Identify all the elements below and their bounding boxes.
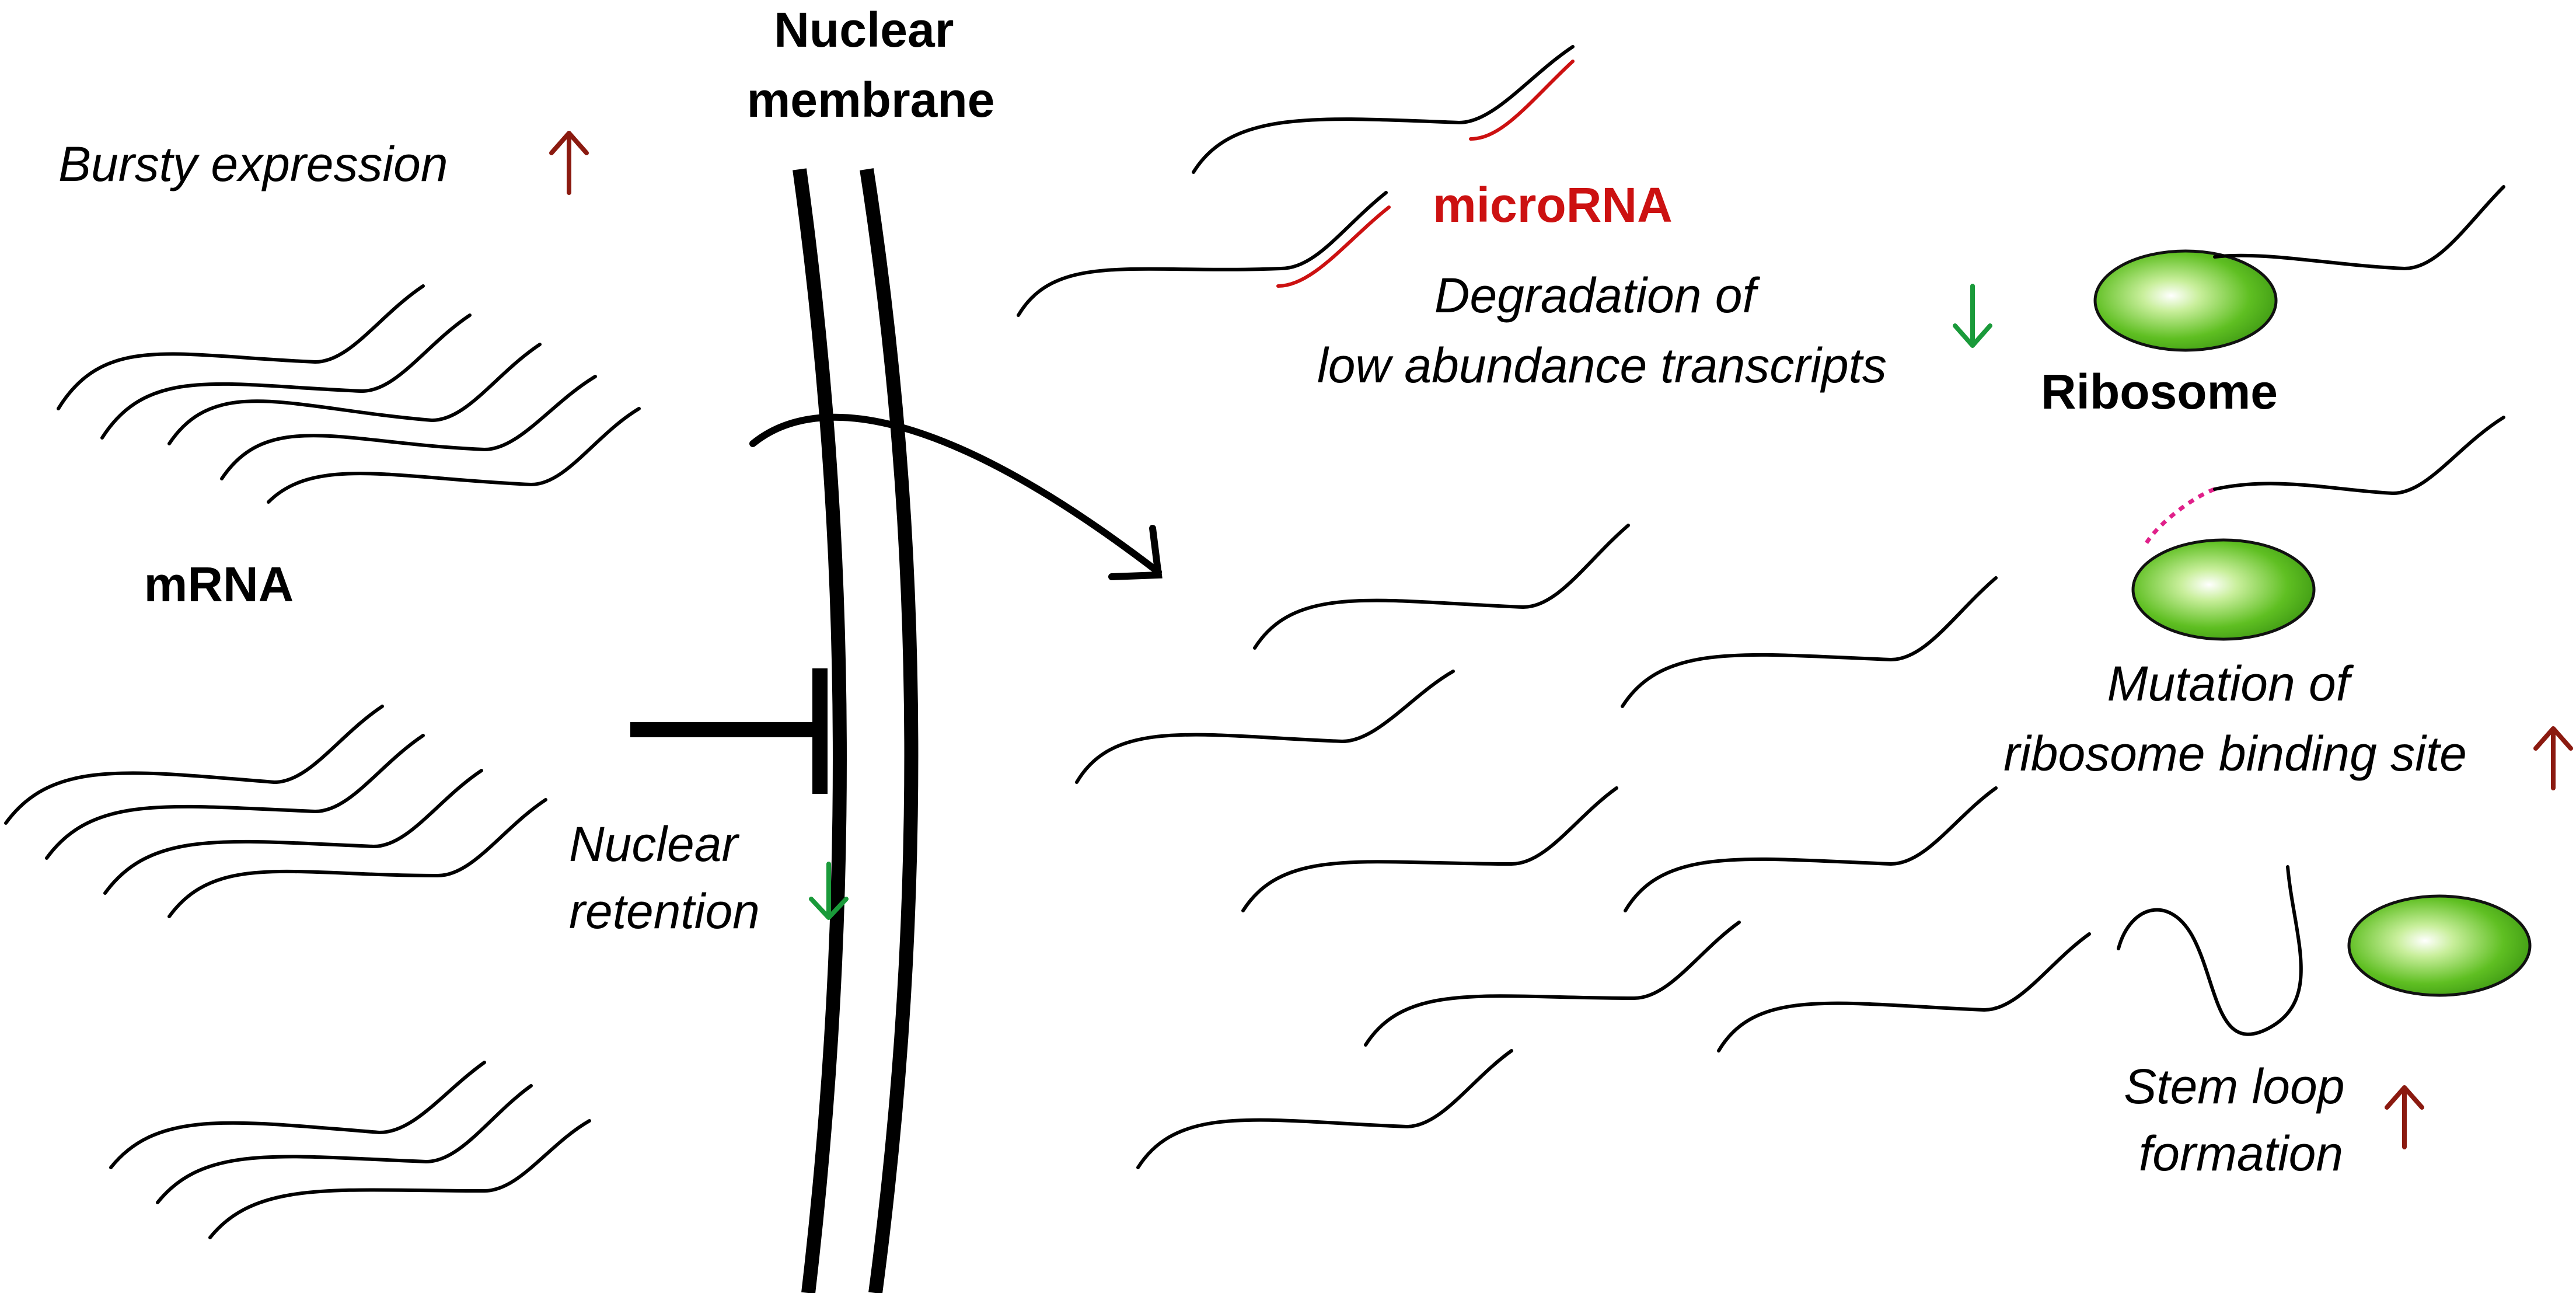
mrna-strand [57, 284, 425, 410]
stem-loop-line2: formation [2139, 1126, 2343, 1181]
mrna-strand [1624, 786, 1998, 912]
microrna-strand [1276, 205, 1391, 288]
nuclear-retention-label: Nuclear retention [569, 817, 760, 939]
ribosome-icon [2131, 538, 2316, 641]
ribosome-label: Ribosome [2041, 364, 2278, 419]
mrna-strand [1075, 670, 1455, 784]
bursty-expression-label: Bursty expression [58, 137, 448, 191]
mrna-strand [167, 798, 547, 918]
rbs-mutation-label: Mutation of ribosome binding site [2003, 656, 2467, 781]
microrna-strand [1469, 60, 1575, 141]
mutated-binding-site-segment [2145, 487, 2216, 544]
cytoplasmic-mrna-group [1075, 524, 2091, 1169]
mrna-strand [267, 407, 641, 504]
microrna-complex-bottom [1017, 191, 1391, 317]
mrna-strand [2213, 416, 2505, 496]
mrna-strand [1192, 45, 1575, 174]
mrna-strand [1253, 524, 1630, 650]
mrna-strand [103, 769, 483, 895]
stem-loop-label: Stem loop formation [2124, 1059, 2358, 1181]
mrna-strand [1621, 576, 1998, 708]
membrane-inner-line [793, 168, 847, 1293]
degradation-line1: Degradation of [1434, 268, 1761, 323]
mrna-strand [100, 313, 472, 440]
rbs-mutation-increase-arrow-icon [2533, 726, 2573, 790]
mrna-cluster-top [57, 284, 641, 504]
mrna-strand [109, 1061, 486, 1169]
membrane-label-line2: membrane [747, 72, 995, 127]
mrna-strand [1364, 921, 1741, 1047]
membrane-label: Nuclear membrane [747, 2, 995, 127]
mrna-cluster-bottom [109, 1061, 591, 1239]
mrna-strand [208, 1119, 591, 1239]
nuclear-export-arrow [749, 413, 1162, 576]
degradation-decrease-arrow-icon [1953, 284, 1992, 348]
translated-mrna-strand [2213, 185, 2505, 271]
microrna-label: microRNA [1433, 177, 1673, 232]
nuclear-retention-inhibition-icon [630, 668, 828, 794]
microrna-complex-top [1192, 45, 1575, 174]
mrna-strand [1136, 1049, 1513, 1169]
mrna-strand [220, 375, 597, 480]
ribosome-icon [2347, 894, 2532, 997]
mrna-strand [1717, 932, 2091, 1052]
stem-loop-line1: Stem loop [2124, 1059, 2344, 1114]
ribosome-icon [2093, 249, 2278, 352]
degradation-line2: low abundance transcripts [1317, 338, 1887, 393]
nuclear-retention-line2: retention [569, 884, 760, 939]
nuclear-retention-line1: Nuclear [569, 817, 739, 872]
mrna-strand [1017, 191, 1388, 317]
rbs-mutation-line2: ribosome binding site [2003, 726, 2467, 781]
mrna-strand [167, 343, 542, 445]
stem-loop-increase-arrow-icon [2385, 1085, 2424, 1149]
bursty-increase-arrow-icon [549, 131, 589, 195]
degradation-label: Degradation of low abundance transcripts [1317, 268, 1887, 393]
membrane-outer-line [860, 168, 919, 1293]
mrna-strand [1241, 786, 1618, 912]
membrane-label-line1: Nuclear [774, 2, 954, 57]
nuclear-export-arrowhead-icon [1108, 525, 1163, 580]
mrna-strand [156, 1084, 533, 1204]
mrna-cluster-middle [4, 705, 547, 918]
nuclear-retention-decrease-arrow-icon [809, 862, 849, 920]
mrna-label: mRNA [144, 557, 294, 612]
rbs-mutation-line1: Mutation of [2107, 656, 2354, 711]
mrna-strand [4, 705, 384, 825]
nuclear-membrane [793, 168, 919, 1293]
mrna-strand [45, 734, 425, 860]
stem-loop-mrna-strand [2117, 865, 2303, 1036]
